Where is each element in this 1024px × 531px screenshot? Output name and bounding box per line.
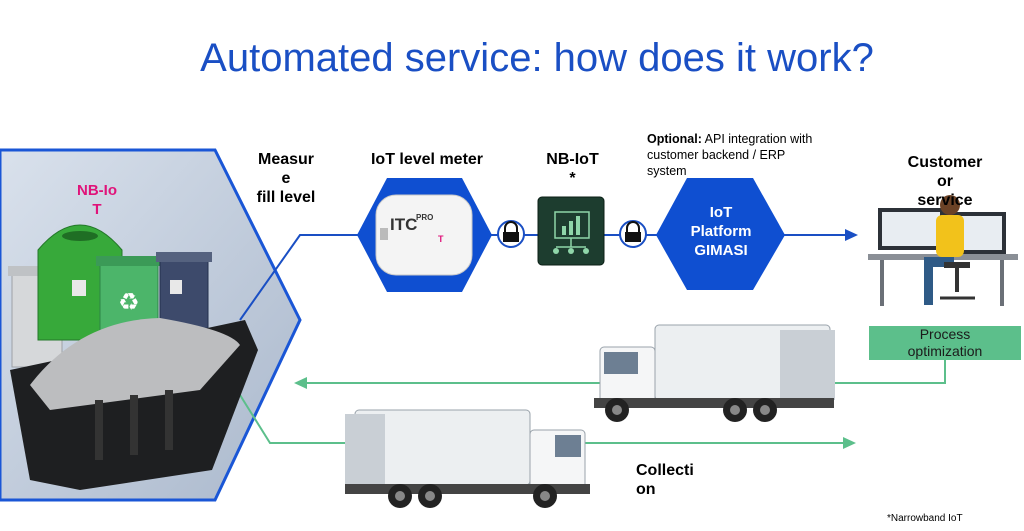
nbiot-line-1: NB-IoT [546, 151, 599, 168]
nbiot-line-2: * [569, 170, 576, 187]
green-collection-line [239, 394, 843, 444]
bin-tag-line-1: NB-Io [77, 182, 117, 199]
measure-label: Measur e fill level [246, 150, 326, 207]
process-optimization-box: Process optimization [869, 326, 1021, 360]
platform-line-2: Platform [690, 223, 752, 240]
truck-icon [594, 324, 835, 422]
green-return-line [305, 360, 946, 384]
footnote: *Narrowband IoT [887, 513, 963, 524]
collection-line-1: Collecti [636, 462, 694, 479]
customer-line-2: or [937, 173, 953, 190]
platform-line-3: GIMASI [694, 242, 748, 259]
bin-tag-line-2: T [92, 201, 102, 218]
meter-label: IoT level meter [370, 151, 484, 168]
customer-line-3: service [917, 192, 973, 209]
nbiot-label: NB-IoT * [530, 150, 615, 188]
device-sup-text: PRO [416, 213, 433, 222]
svg-text:T: T [438, 234, 444, 244]
platform-line-1: IoT [709, 204, 733, 221]
green-arrow-head-right [843, 437, 856, 449]
nbiot-bin-tag: NB-Io T [62, 181, 132, 219]
measure-line-2: e [281, 170, 291, 187]
optional-text-2: customer backend / ERP [647, 148, 786, 162]
chart-chip-icon [537, 196, 605, 266]
platform-hexagon [656, 178, 785, 290]
measure-line-3: fill level [256, 189, 316, 206]
lock-icon [619, 220, 647, 248]
optional-text-3: system [647, 164, 687, 178]
customer-line-1: Customer [907, 154, 983, 171]
desk-worker-icon [868, 195, 1018, 306]
blue-arrow-head [845, 229, 858, 241]
platform-label: IoT Platform GIMASI [675, 203, 767, 260]
optional-text-1: API integration with [701, 132, 813, 146]
process-line-2: optimization [907, 343, 983, 359]
process-line-1: Process [919, 326, 971, 342]
truck-icon [345, 409, 590, 508]
collection-line-2: on [636, 481, 656, 498]
green-arrow-head-left [294, 377, 307, 389]
customer-label: Customer or service [890, 153, 1000, 210]
lock-icon [497, 220, 525, 248]
collection-label: Collecti on [636, 461, 716, 499]
optional-note: Optional: API integration with customer … [647, 131, 867, 179]
page-title: Automated service: how does it work? [200, 36, 874, 80]
measure-line-1: Measur [257, 151, 315, 168]
optional-bold: Optional: [647, 132, 702, 146]
recycle-icon: ♻ [118, 288, 140, 316]
bins-illustration: ♻ [8, 224, 258, 490]
device-brand-text: ITC [390, 215, 417, 234]
